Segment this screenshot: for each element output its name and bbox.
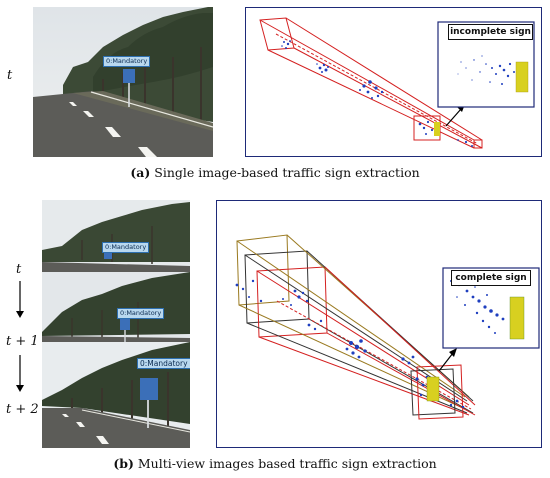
detection-label-b-2: 0:Mandatory	[137, 358, 190, 369]
detection-label-b-0: 0:Mandatory	[102, 242, 150, 253]
inset-title-a: incomplete sign	[448, 24, 533, 40]
arrow-down-1	[14, 281, 26, 323]
pointcloud-b	[235, 234, 540, 420]
road-photo-b-2: 0:Mandatory	[42, 342, 190, 448]
caption-b-text: Multi-view images based traffic sign ext…	[133, 456, 437, 471]
road-photo-b-1: 0:Mandatory	[42, 272, 190, 342]
pointcloud-panel-a: incomplete sign	[245, 7, 542, 157]
road-photo-a-image	[33, 7, 213, 157]
time-label-b-2: t + 2	[6, 402, 39, 417]
caption-a-text: Single image-based traffic sign extracti…	[150, 165, 420, 180]
caption-a-letter: (a)	[130, 165, 151, 180]
road-photo-b-0: 0:Mandatory	[42, 200, 190, 272]
caption-b-letter: (b)	[113, 456, 134, 471]
inset-title-b: complete sign	[451, 270, 531, 286]
time-label-a: t	[7, 68, 13, 83]
detection-label-a: 0:Mandatory	[103, 56, 151, 67]
time-label-b-0: t	[16, 262, 22, 277]
time-label-b-1: t + 1	[6, 334, 39, 349]
road-photo-a: 0:Mandatory	[33, 7, 213, 157]
caption-b: (b) Multi-view images based traffic sign…	[0, 456, 550, 471]
arrow-down-2	[14, 355, 26, 397]
pointcloud-panel-b: complete sign	[216, 200, 542, 448]
caption-a: (a) Single image-based traffic sign extr…	[0, 165, 550, 180]
detection-label-b-1: 0:Mandatory	[117, 308, 165, 319]
